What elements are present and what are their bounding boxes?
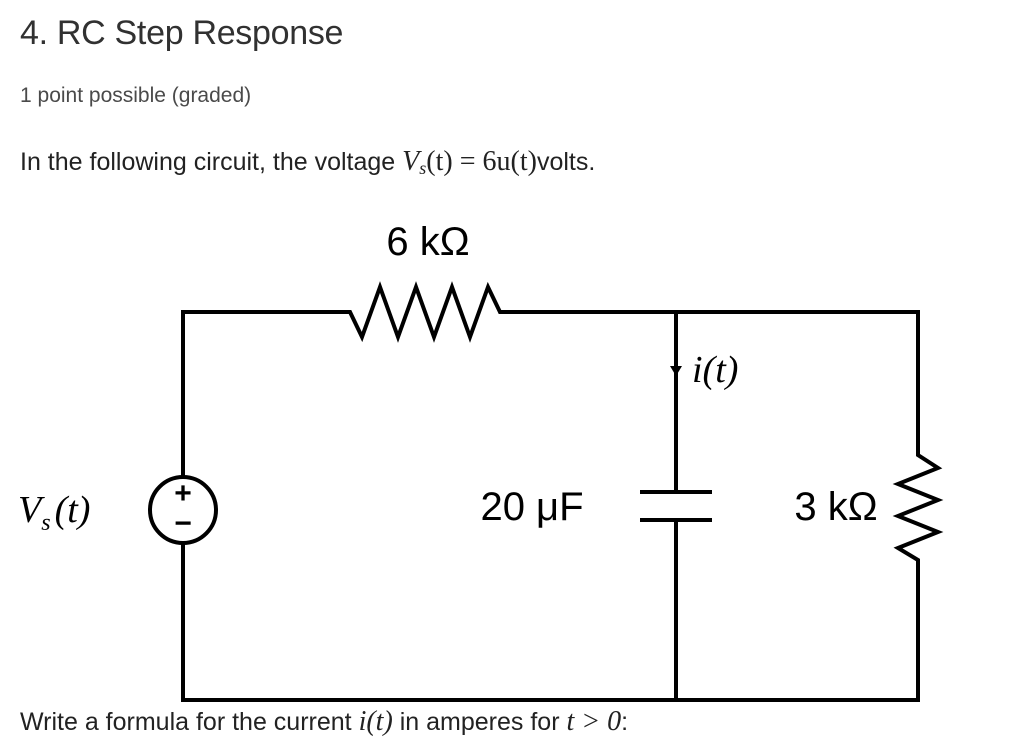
problem-prompt: In the following circuit, the voltage Vs… — [20, 146, 595, 179]
question-math-condition: t > 0 — [566, 706, 621, 737]
wire-top-right — [513, 310, 920, 450]
prompt-math: Vs(t) = 6u(t) — [402, 146, 537, 178]
problem-title: 4. RC Step Response — [20, 14, 344, 52]
voltage-source-plus: + — [174, 477, 192, 510]
resistor-top-label: 6 kΩ — [386, 220, 469, 264]
question-prefix: Write a formula for the current — [20, 708, 359, 736]
question-middle: in amperes for — [392, 708, 567, 736]
points-possible: 1 point possible (graded) — [20, 84, 252, 107]
resistor-right-label: 3 kΩ — [794, 485, 877, 529]
question-condition-symbol: t > 0 — [566, 706, 622, 737]
wire-left-top — [181, 310, 337, 482]
question-suffix: : — [621, 708, 629, 736]
prompt-math-sub: s — [419, 158, 427, 178]
prompt-prefix: In the following circuit, the voltage — [20, 148, 403, 176]
capacitor-label: 20 μF — [480, 485, 583, 529]
question-math-current: i(t) — [359, 706, 393, 737]
prompt-math-rest: (t) = 6u(t) — [426, 146, 537, 177]
current-label: i(t) — [692, 349, 738, 391]
source-label-rest: (t) — [55, 489, 91, 531]
circuit-wires — [181, 281, 944, 702]
source-label: Vs(t) — [18, 489, 90, 536]
current-arrow-icon — [670, 366, 682, 376]
prompt-suffix: volts. — [536, 148, 596, 176]
source-label-base: V — [18, 489, 45, 531]
voltage-source-minus: − — [174, 507, 192, 540]
voltage-source-circle — [148, 475, 218, 545]
problem-question: Write a formula for the current i(t) in … — [20, 706, 628, 738]
question-current-symbol: i(t) — [358, 706, 393, 737]
capacitor-plates — [640, 490, 712, 522]
resistor-right-zigzag — [892, 446, 944, 574]
resistor-top-zigzag — [333, 281, 517, 343]
wire-right-bottom — [181, 538, 920, 702]
source-label-sub: s — [41, 510, 50, 536]
prompt-math-base: V — [402, 146, 420, 177]
